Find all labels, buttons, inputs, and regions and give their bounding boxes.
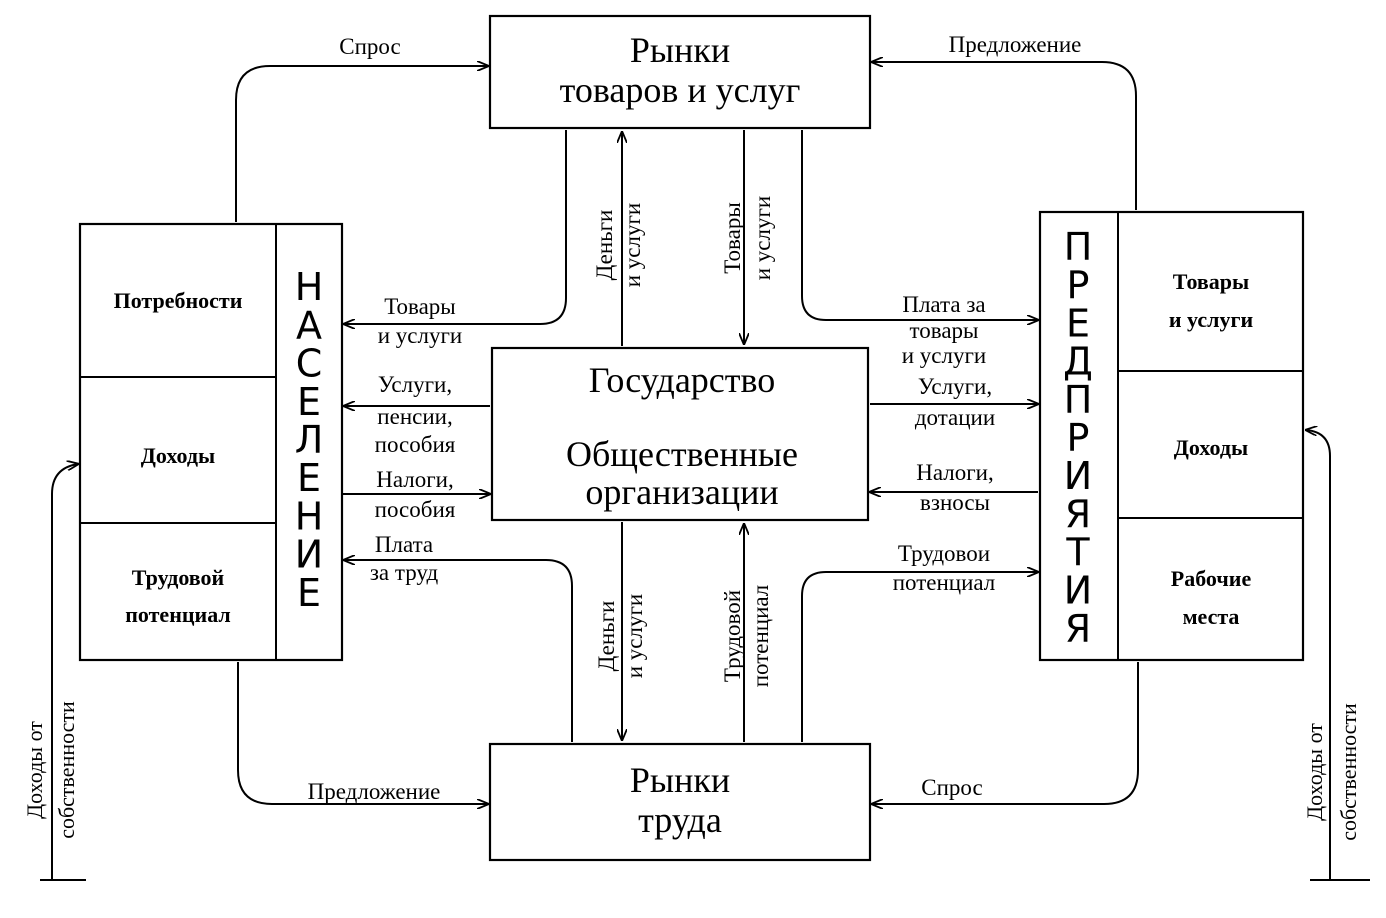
enterprises-title-letter: Т (1065, 531, 1090, 575)
population-labor-2: потенциал (125, 602, 231, 627)
money-services-bottom-label-1: Деньги (594, 601, 619, 672)
services-subsidies-label-1: Услуги, (918, 374, 992, 399)
enterprises-title-letter: Р (1067, 263, 1090, 307)
taxes-fees-label-1: Налоги, (916, 460, 994, 485)
labor-potential-right-label-1: Трудовои (898, 541, 990, 566)
money-services-top-label-2: и услуги (620, 203, 645, 288)
money-services-top-label-1: Деньги (592, 210, 617, 281)
taxes-benefits-label-2: пособия (375, 497, 456, 522)
labor-market-title: Рынки (630, 760, 730, 800)
property-income-left-label-2: собственности (54, 701, 79, 839)
enterprises-title-letter: П (1064, 378, 1093, 422)
payment-for-goods-label-2: товары (910, 318, 979, 343)
enterprises-title-letter: И (1064, 454, 1092, 498)
population-title-letter: Н (295, 265, 324, 309)
payment-for-goods-arrow (801, 130, 1038, 320)
population-income: Доходы (141, 443, 215, 468)
property-income-left-arrow (51, 464, 78, 880)
population-block: Потребности Доходы Трудовой потенциал НА… (78, 222, 344, 662)
enterprises-block: Товары и услуги Доходы Рабочие места ПРЕ… (1038, 210, 1305, 662)
services-pensions-label-1: Услуги, (378, 372, 452, 397)
population-title-letter: И (295, 533, 323, 577)
enterprises-jobs-1: Рабочие (1171, 566, 1252, 591)
enterprises-title-letter: Я (1065, 492, 1091, 536)
enterprises-income: Доходы (1174, 435, 1248, 460)
enterprises-jobs-2: места (1183, 604, 1240, 629)
population-title-letter: Н (295, 494, 324, 538)
services-pensions-label-2: пенсии, (377, 404, 452, 429)
goods-market-box: Рынки товаров и услуг (488, 14, 872, 130)
population-title-letter: Е (297, 571, 321, 615)
population-labor-1: Трудовой (132, 565, 225, 590)
demand-top-arrow (235, 66, 488, 222)
enterprises-goods-1: Товары (1173, 269, 1249, 294)
property-income-left-label-1: Доходы от (22, 721, 47, 819)
wage-arrow (344, 560, 573, 742)
supply-bottom-arrow (237, 662, 488, 804)
labor-market-subtitle: труда (638, 800, 722, 840)
property-income-right-label-2: собственности (1336, 703, 1361, 841)
goods-to-population-label-2: и услуги (378, 323, 463, 348)
population-needs: Потребности (114, 288, 243, 313)
supply-bottom-label: Предложение (308, 779, 441, 804)
goods-to-population-arrow (344, 130, 567, 324)
demand-top-label: Спрос (339, 34, 400, 59)
population-title-letter: Е (297, 456, 321, 500)
enterprises-title-letter: П (1064, 225, 1093, 269)
state-title: Государство (589, 360, 776, 400)
enterprises-title-letter: Д (1063, 340, 1093, 384)
supply-top-arrow (872, 62, 1137, 210)
services-subsidies-label-2: дотации (915, 405, 995, 430)
enterprises-goods-2: и услуги (1169, 307, 1254, 332)
enterprises-title-letter: Р (1067, 416, 1090, 460)
payment-for-goods-label-3: и услуги (902, 343, 987, 368)
goods-services-top-label-1: Товары (720, 202, 745, 274)
goods-market-title: Рынки (630, 30, 730, 70)
wage-label-2: за труд (370, 560, 439, 585)
goods-market-subtitle: товаров и услуг (560, 70, 801, 110)
public-orgs-title-2: организации (585, 472, 778, 512)
enterprises-title-letter: И (1064, 569, 1092, 613)
goods-to-population-label-1: Товары (384, 294, 456, 319)
property-income-right-label-1: Доходы от (1302, 723, 1327, 821)
demand-bottom-arrow (872, 662, 1139, 804)
wage-label-1: Плата (375, 532, 433, 557)
labor-potential-right-arrow (801, 572, 1038, 742)
property-income-right-arrow (1306, 430, 1331, 880)
taxes-benefits-label-1: Налоги, (376, 467, 454, 492)
enterprises-title-letter: Е (1066, 301, 1090, 345)
population-title-letter: А (296, 303, 322, 347)
enterprises-title-letter: Я (1065, 607, 1091, 651)
taxes-fees-label-2: взносы (920, 490, 990, 515)
labor-potential-bottom-label-2: потенциал (748, 585, 773, 688)
payment-for-goods-label-1: Плата за (902, 292, 985, 317)
labor-potential-bottom-label-1: Трудовой (720, 590, 745, 682)
demand-bottom-label: Спрос (921, 775, 982, 800)
state-box: Государство Общественные организации (490, 346, 870, 522)
population-title-letter: С (296, 342, 323, 386)
labor-potential-right-label-2: потенциал (893, 570, 996, 595)
goods-services-top-label-2: и услуги (750, 196, 775, 281)
supply-top-label: Предложение (949, 32, 1082, 57)
money-services-bottom-label-2: и услуги (622, 594, 647, 679)
labor-market-box: Рынки труда (488, 742, 872, 862)
public-orgs-title-1: Общественные (566, 434, 798, 474)
population-title-letter: Л (295, 418, 324, 462)
services-pensions-label-3: пособия (375, 432, 456, 457)
population-title-letter: Е (297, 380, 321, 424)
